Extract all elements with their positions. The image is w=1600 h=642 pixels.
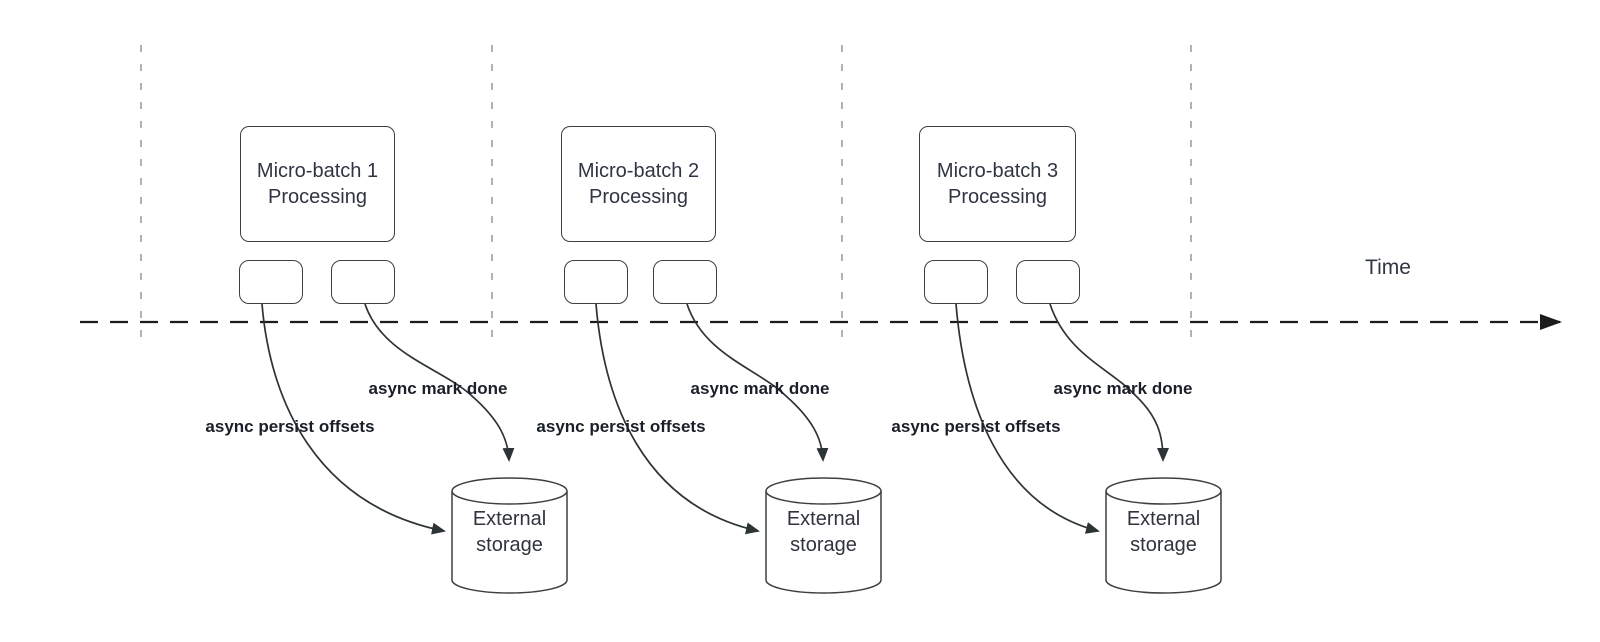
async-persist-task-box-2 xyxy=(564,260,628,304)
async-mark-done-task-box-1 xyxy=(331,260,395,304)
async-mark-done-label-3: async mark done xyxy=(1053,379,1193,398)
time-axis-label: Time xyxy=(1365,256,1411,279)
async-mark-done-arrow-2 xyxy=(686,303,829,462)
async-mark-done-label-2: async mark done xyxy=(690,379,830,398)
external-storage-cylinder-3 xyxy=(1105,477,1222,594)
async-persist-offsets-arrow-1 xyxy=(261,303,446,535)
external-storage-label-1: External storage xyxy=(472,508,547,556)
async-mark-done-label-1: async mark done xyxy=(368,379,508,398)
micro-batch-3-processing-box: Micro-batch 3 Processing xyxy=(919,126,1076,242)
async-persist-offsets-label-2: async persist offsets xyxy=(536,417,706,436)
external-storage-cylinder-2 xyxy=(765,477,882,594)
external-storage-cylinder-1 xyxy=(451,477,568,594)
async-mark-done-arrow-1 xyxy=(364,303,515,462)
async-mark-done-task-box-3 xyxy=(1016,260,1080,304)
async-persist-task-box-3 xyxy=(924,260,988,304)
async-mark-done-task-box-2 xyxy=(653,260,717,304)
micro-batch-1-processing-box: Micro-batch 1 Processing xyxy=(240,126,395,242)
async-mark-done-arrow-3 xyxy=(1049,303,1169,462)
micro-batch-2-processing-box: Micro-batch 2 Processing xyxy=(561,126,716,242)
external-storage-label-3: External storage xyxy=(1126,508,1201,556)
async-persist-task-box-1 xyxy=(239,260,303,304)
async-persist-offsets-label-1: async persist offsets xyxy=(205,417,375,436)
async-persist-offsets-arrow-3 xyxy=(955,303,1100,534)
async-persist-offsets-arrow-2 xyxy=(595,303,760,535)
async-persist-offsets-label-3: async persist offsets xyxy=(891,417,1061,436)
external-storage-label-2: External storage xyxy=(786,508,861,556)
